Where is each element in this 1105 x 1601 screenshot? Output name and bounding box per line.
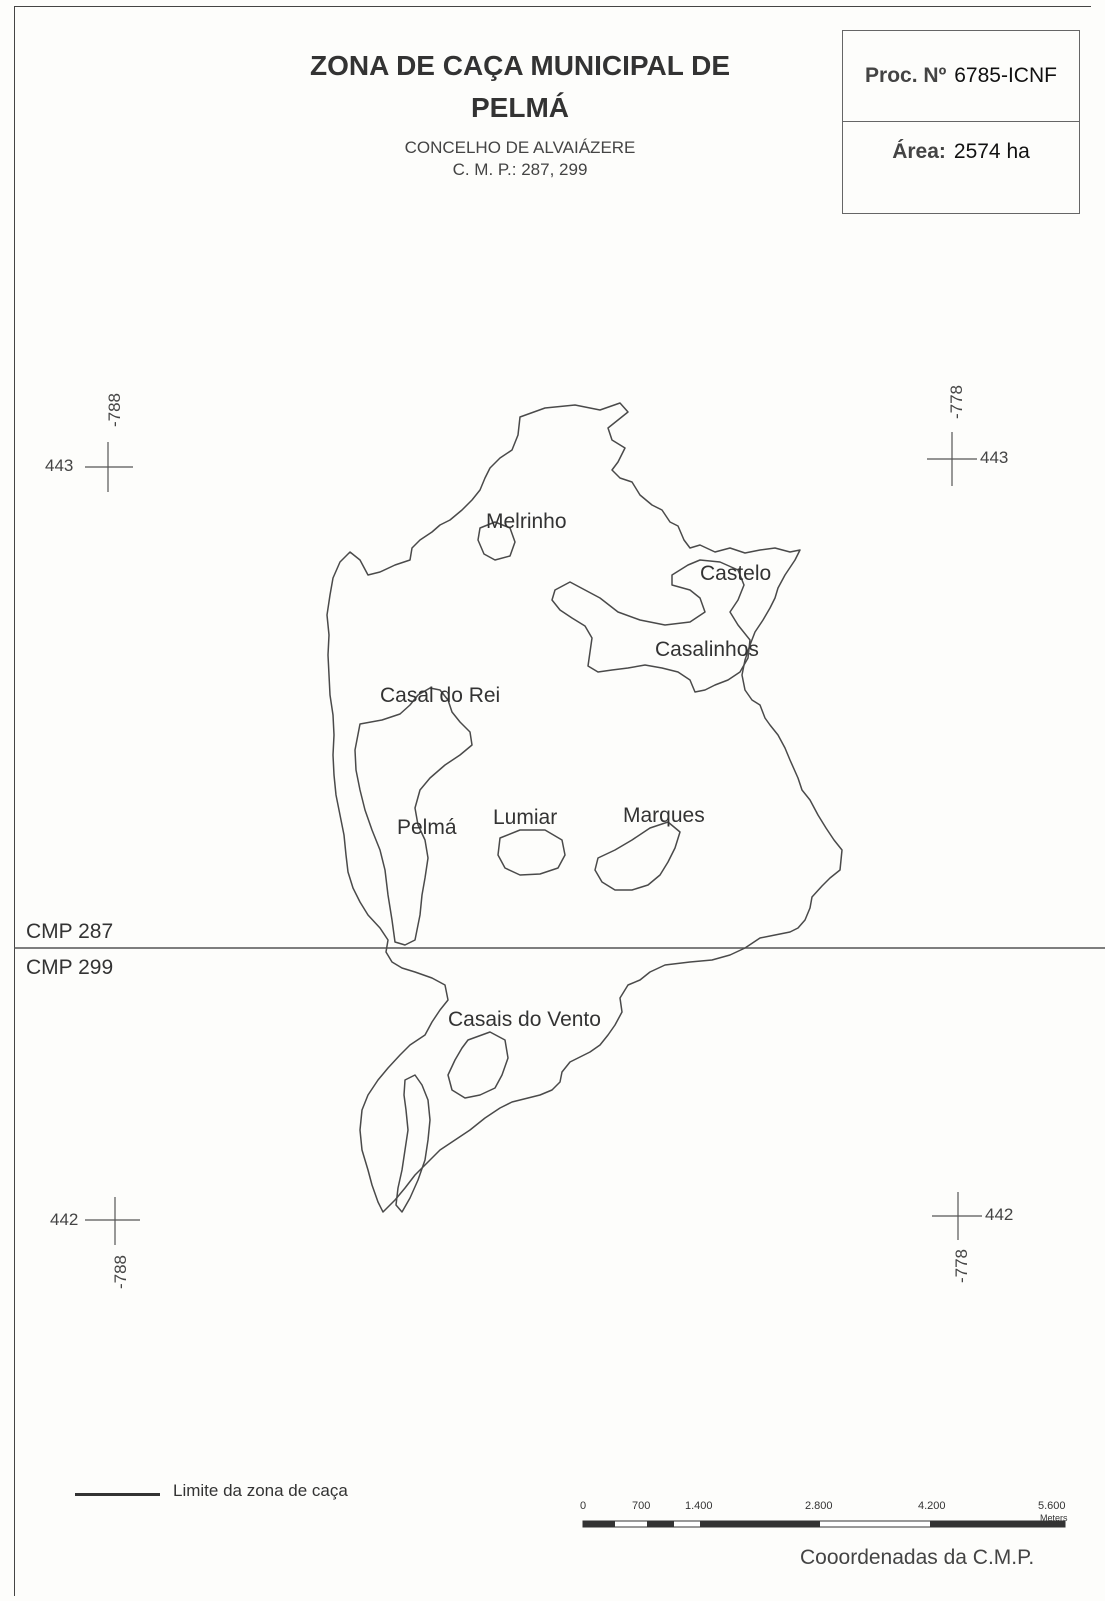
scale-segment-4 <box>930 1521 1065 1527</box>
place-label-casalinhos: Casalinhos <box>655 638 759 661</box>
scale-segment-1 <box>583 1521 615 1527</box>
area-row: Área: 2574 ha <box>843 122 1079 182</box>
coord-bottom-left-x: -788 <box>111 1254 131 1290</box>
outer-boundary <box>326 402 843 1213</box>
sheet-label-south: CMP 299 <box>26 956 114 979</box>
map-frame <box>14 6 1091 1596</box>
proc-value: 6785-ICNF <box>954 64 1057 87</box>
map-title-line1: ZONA DE CAÇA MUNICIPAL DE <box>310 50 730 81</box>
sheet-label-north: CMP 287 <box>26 920 114 943</box>
coord-bottom-right-y: 442 <box>985 1205 1014 1224</box>
legend-boundary-line <box>75 1493 160 1496</box>
scale-segment-2 <box>647 1521 674 1527</box>
grid-cross-bottom-left <box>85 1197 140 1245</box>
scale-tick-0: 0 <box>580 1500 587 1512</box>
coord-top-right-x: -778 <box>947 384 967 420</box>
marques-enclave <box>594 821 681 891</box>
scale-tick-3: 2.800 <box>805 1500 833 1512</box>
melrinho-enclave <box>477 521 516 561</box>
place-label-casal-do-rei: Casal do Rei <box>380 684 501 707</box>
place-label-castelo: Castelo <box>700 562 772 585</box>
place-label-casais-do-vento: Casais do Vento <box>448 1008 601 1031</box>
legend-boundary-label: Limite da zona de caça <box>173 1481 348 1500</box>
coordinates-footer: Cooordenadas da C.M.P. <box>800 1546 1035 1569</box>
grid-cross-top-left <box>85 442 133 492</box>
area-label: Área: <box>892 140 946 163</box>
coord-top-left-x: -788 <box>105 392 125 428</box>
hunting-zone-boundary <box>326 402 843 1213</box>
scale-tick-5: 5.600 <box>1038 1500 1066 1512</box>
proc-label: Proc. Nº <box>865 64 947 87</box>
place-label-melrinho: Melrinho <box>486 510 567 533</box>
castelo-casalinhos-enclave <box>551 559 751 693</box>
cmp-sheets-label: C. M. P.: 287, 299 <box>452 160 588 179</box>
place-label-pelma: Pelmá <box>397 816 457 839</box>
coord-bottom-left-y: 442 <box>50 1210 79 1229</box>
grid-cross-bottom-right <box>932 1192 982 1240</box>
info-box: Proc. Nº 6785-ICNF Área: 2574 ha <box>842 30 1080 214</box>
concelho-label: CONCELHO DE ALVAIÁZERE <box>404 138 636 157</box>
casal-do-rei-pelma-enclave <box>354 687 473 946</box>
southwest-enclave <box>395 1074 431 1213</box>
scale-bar <box>582 1520 1066 1528</box>
place-label-lumiar: Lumiar <box>493 806 558 829</box>
coord-top-right-y: 443 <box>980 448 1009 467</box>
scale-tick-2: 1.400 <box>685 1500 713 1512</box>
scale-unit: Meters <box>1040 1513 1068 1523</box>
grid-cross-top-right <box>927 432 977 486</box>
coord-top-left-y: 443 <box>45 456 74 475</box>
scale-segment-3 <box>700 1521 820 1527</box>
grid-crosses <box>85 432 982 1245</box>
lumiar-enclave <box>497 829 566 876</box>
proc-row: Proc. Nº 6785-ICNF <box>843 31 1079 122</box>
map-title-line2: PELMÁ <box>471 92 569 123</box>
scale-tick-4: 4.200 <box>918 1500 946 1512</box>
area-value: 2574 ha <box>953 140 1030 163</box>
place-label-marques: Marques <box>623 804 705 827</box>
casais-do-vento-enclave <box>447 1031 509 1099</box>
scale-tick-1: 700 <box>632 1500 651 1512</box>
coord-bottom-right-x: -778 <box>952 1248 972 1284</box>
